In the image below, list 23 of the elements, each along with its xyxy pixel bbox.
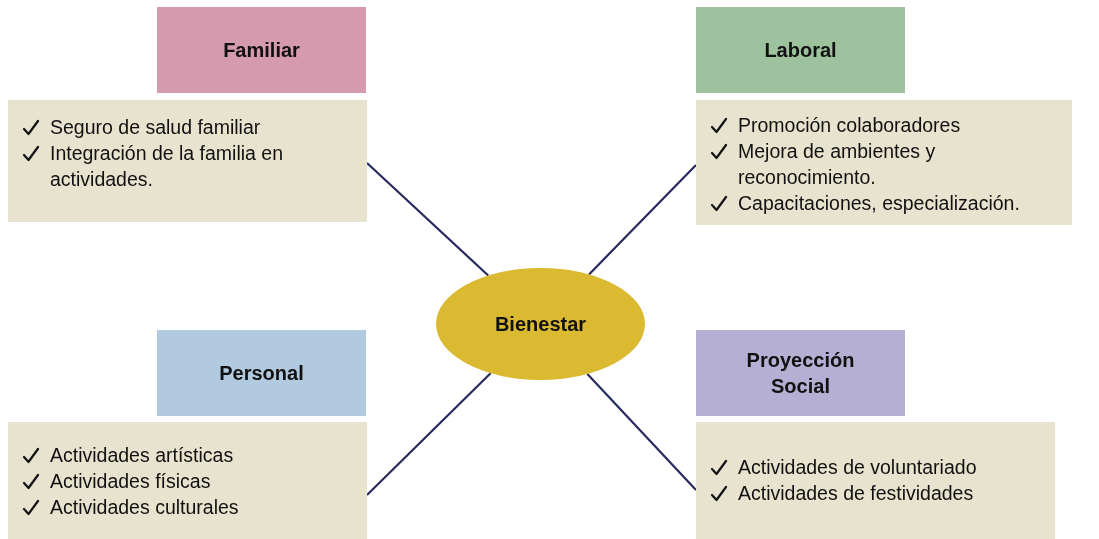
list-item: Seguro de salud familiar xyxy=(50,115,261,140)
connector-line xyxy=(588,164,697,276)
list-box xyxy=(696,100,1072,225)
list-box xyxy=(8,422,367,539)
list-item: Actividades físicas xyxy=(50,469,211,494)
center-ellipse: Bienestar xyxy=(436,268,645,380)
connector-line xyxy=(586,373,697,491)
list-item: Actividades de voluntariado xyxy=(738,455,977,480)
list-item: Promoción colaboradores xyxy=(738,113,961,138)
list-item: Capacitaciones, especialización. xyxy=(738,191,1020,216)
category-box: Personal xyxy=(157,330,366,416)
list-item: Integración de la familia en actividades. xyxy=(50,141,285,192)
list-item: Actividades culturales xyxy=(50,495,239,520)
list-item: Actividades artísticas xyxy=(50,443,234,468)
category-box: Proyección Social xyxy=(696,330,905,416)
list-item: Actividades de festividades xyxy=(738,481,974,506)
category-box: Familiar xyxy=(157,7,366,93)
connector-line xyxy=(366,162,489,277)
connector-line xyxy=(366,372,492,496)
list-box xyxy=(8,100,367,222)
list-item: Mejora de ambientes y reconocimiento. xyxy=(738,139,937,190)
list-box xyxy=(696,422,1055,539)
category-box: Laboral xyxy=(696,7,905,93)
